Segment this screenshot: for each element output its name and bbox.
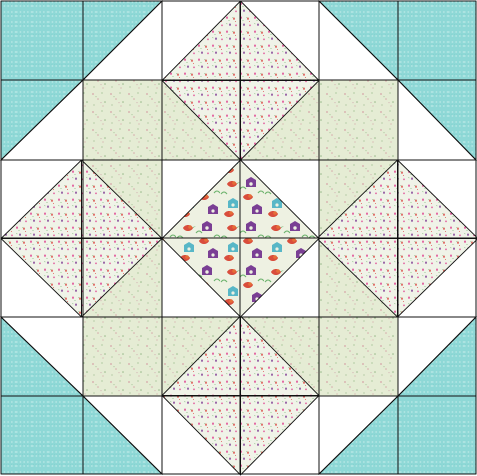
sage-side-square [83, 80, 162, 160]
aqua-corner-square [398, 396, 476, 474]
aqua-corner-square [1, 396, 83, 474]
aqua-corner-square [398, 1, 476, 80]
sage-side-square [319, 80, 398, 160]
sage-side-square [319, 317, 398, 396]
sage-side-square [83, 317, 162, 396]
aqua-corner-square [1, 1, 83, 80]
